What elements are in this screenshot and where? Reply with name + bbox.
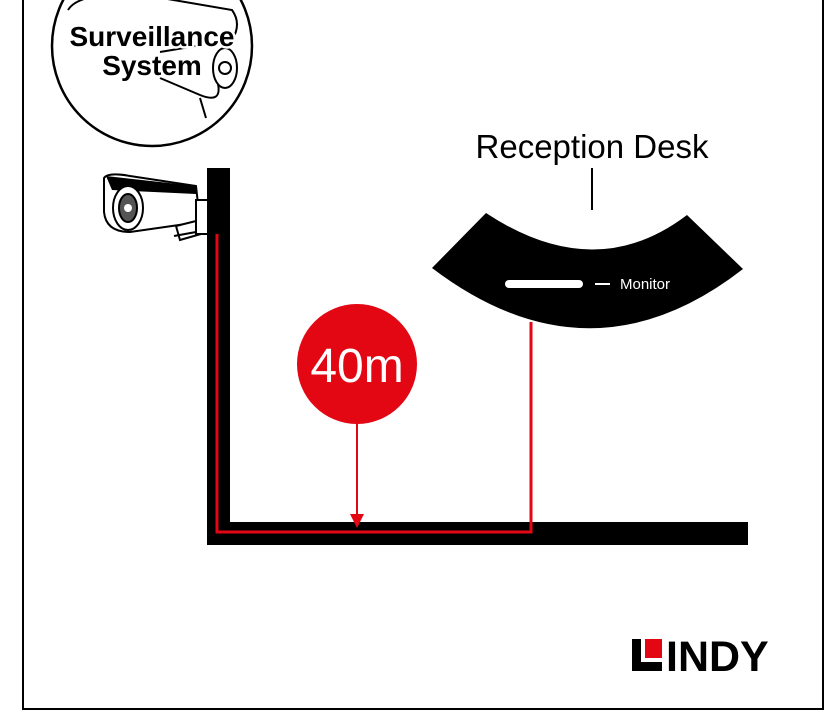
monitor-bar (505, 280, 583, 288)
badge-camera-icon (67, 0, 238, 119)
distance-badge (297, 304, 417, 424)
cable-run (215, 234, 533, 534)
reception-desk-title: Reception Desk (476, 128, 709, 165)
badge-title-line1: Surveillance (70, 21, 235, 52)
surveillance-system-badge: Surveillance System (50, 0, 254, 148)
lindy-logo: INDY (632, 633, 769, 681)
monitor-label: Monitor (620, 276, 670, 293)
desk-shape (432, 213, 743, 329)
lindy-logo-text: INDY (666, 633, 769, 681)
lindy-l-mark-icon (632, 639, 662, 671)
badge-title-line2: System (102, 50, 202, 81)
diagram-frame (22, 0, 824, 710)
cctv-camera-icon (103, 173, 209, 242)
distance-label: 40m (310, 340, 403, 393)
distance-marker: 40m (297, 304, 417, 528)
reception-desk: Reception Desk Monitor (432, 128, 743, 329)
